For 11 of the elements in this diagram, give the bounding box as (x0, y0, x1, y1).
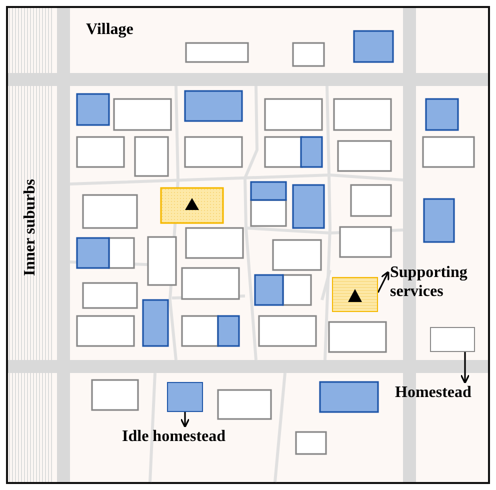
service-building (332, 277, 378, 312)
leader-arrow (180, 412, 190, 428)
callout-label: Idle homestead (122, 427, 252, 446)
area-label: Village (86, 20, 134, 39)
homestead-building (430, 327, 475, 352)
callout-label: Supporting services (390, 263, 490, 301)
idle-homestead-building (167, 382, 203, 412)
callout-label: Homestead (395, 383, 485, 402)
leader-arrow (377, 270, 390, 293)
leader-arrow (460, 352, 470, 384)
area-label: Inner suburbs (20, 178, 40, 278)
